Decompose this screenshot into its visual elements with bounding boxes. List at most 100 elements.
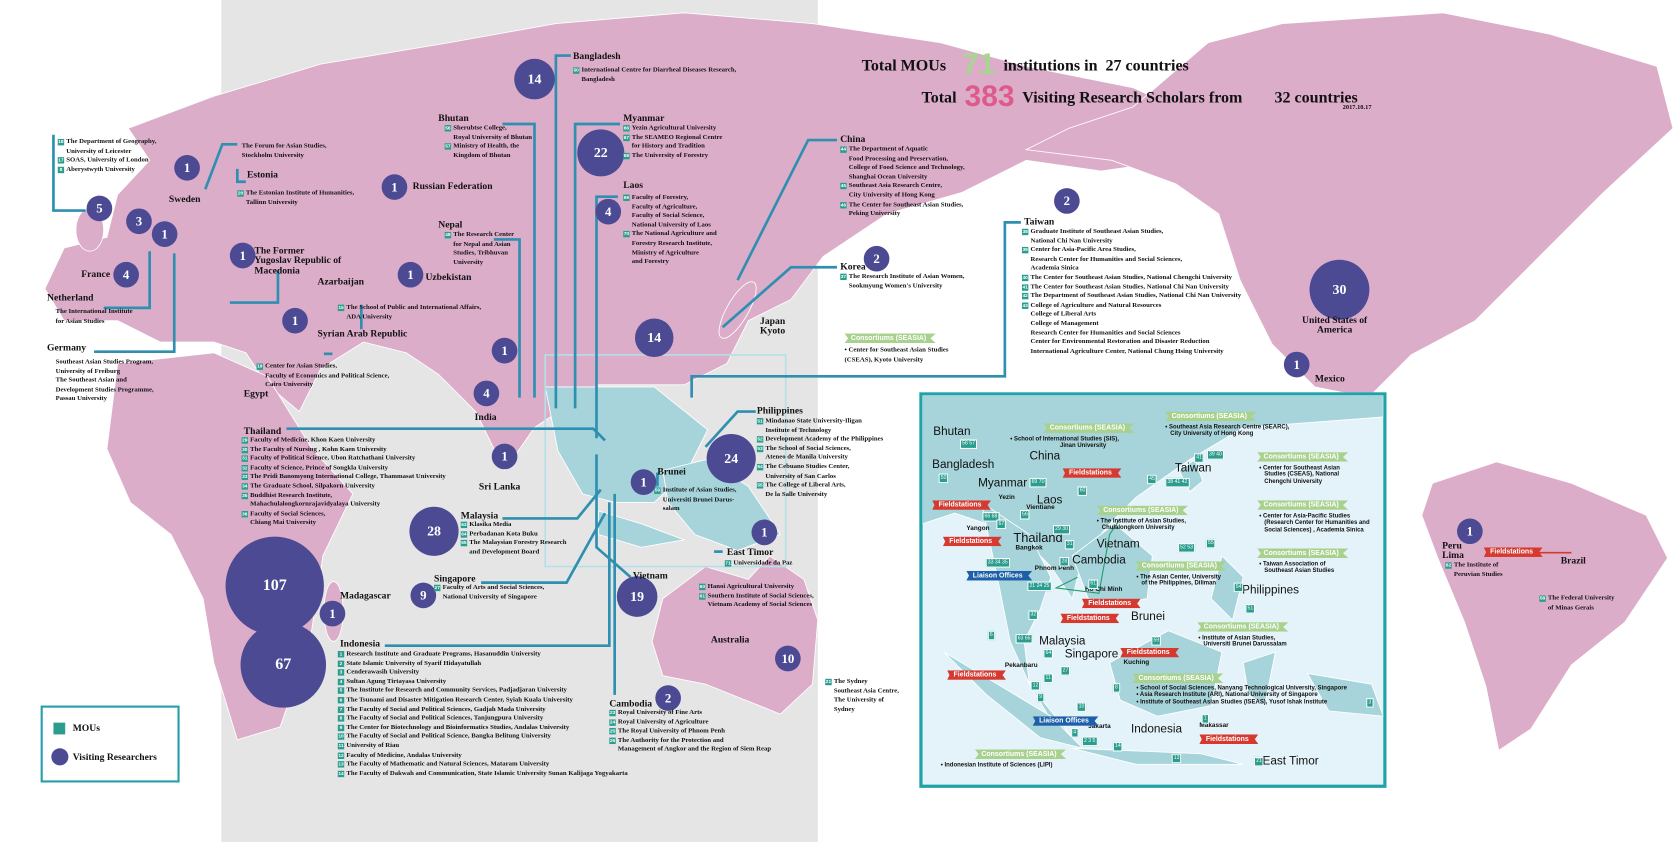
- inset-mou-badge: 8: [1112, 683, 1120, 693]
- institution-name: Klasika Media: [469, 520, 512, 529]
- institution-name: The Estonian Institute of Humanities, Ta…: [245, 189, 355, 206]
- inset-mou-badge: 32: [1028, 610, 1039, 621]
- country-name: Japan Kyoto: [760, 315, 786, 337]
- inset-place-label: Cambodia: [1072, 553, 1126, 567]
- connector-line: [554, 54, 571, 409]
- inset-mou-badge: 29 30: [1052, 524, 1071, 535]
- mou-number-badge: 71: [724, 560, 732, 567]
- mou-number-badge: 5: [337, 687, 345, 695]
- mou-number-badge: 25: [609, 728, 616, 735]
- country-name: India: [474, 411, 497, 423]
- fieldstation-ribbon: Fieldstations: [1081, 598, 1141, 609]
- visiting-researchers-circle: 1: [630, 469, 657, 495]
- inset-place-label: Jakarta: [1088, 723, 1111, 731]
- mou-number-badge: 18: [57, 138, 65, 146]
- connector-line: [502, 122, 536, 398]
- country-name: Brunei: [657, 466, 686, 477]
- fieldstation-ribbon: Fieldstations: [947, 670, 1007, 680]
- country-name: Taiwan: [1024, 215, 1055, 227]
- legend: MOUs Visiting Researchers: [40, 705, 180, 783]
- consortium-ribbon: Consortiums (SEASIA): [1257, 452, 1349, 462]
- inset-mou-badge: 69 70: [1029, 477, 1047, 488]
- inset-place-label: Bangladesh: [932, 458, 995, 472]
- institution-name: The Graduate School, Silpakorn Universit…: [250, 482, 375, 490]
- mou-number-badge: 68: [623, 152, 630, 160]
- country-name: Malaysia: [460, 509, 499, 521]
- connector-line: [690, 221, 1021, 398]
- country-name: France: [81, 268, 111, 280]
- country-name: Nepal: [438, 219, 463, 230]
- institution-name: Royal University of Agriculture: [617, 717, 709, 726]
- mou-number-badge: 31: [241, 455, 249, 463]
- inset-place-label: Indonesia: [1131, 722, 1183, 736]
- mou-number-badge: 26: [609, 737, 616, 744]
- visiting-researchers-circle: 30: [1309, 259, 1370, 320]
- connector-line: [384, 502, 611, 648]
- country-name: Estonia: [246, 168, 278, 180]
- mou-countries-word: countries: [1125, 57, 1189, 75]
- institution-name: The Center for Southeast Asian Studies, …: [1030, 273, 1233, 282]
- country-name: Sweden: [168, 193, 201, 205]
- institution-name: Southern Institute of Social Sciences, V…: [707, 591, 814, 609]
- inset-mou-badge: 31: [1064, 539, 1075, 550]
- visiting-researchers-circle: 10: [775, 645, 801, 672]
- consortium-ribbon: Consortiums (SEASIA): [974, 749, 1067, 759]
- inset-mou-badge: 9: [1036, 692, 1045, 703]
- mou-number-badge: 55: [756, 482, 764, 489]
- institution-name: The College of Liberal Arts, De la Salle…: [765, 481, 846, 498]
- visiting-researchers-circle: 14: [514, 58, 555, 100]
- country-name: Myanmar: [623, 112, 665, 123]
- visiting-researchers-circle: 1: [174, 155, 200, 181]
- inset-mou-badge: 38 41 42: [1165, 477, 1190, 488]
- inset-place-label: Philippines: [1242, 583, 1300, 597]
- institution-list-item: Southeast Asian Studies Program, Univers…: [56, 358, 154, 376]
- mou-number-badge: 51: [756, 417, 764, 425]
- inset-place-label: Bhutan: [933, 425, 971, 439]
- connector-line: [736, 138, 838, 281]
- connector-line: [502, 488, 602, 520]
- country-name: United States of America: [1302, 314, 1368, 336]
- mou-number-badge: 8: [57, 166, 65, 173]
- mou-number-badge: 62: [1445, 562, 1452, 569]
- fieldstation-ribbon: Fieldstations: [1199, 734, 1259, 745]
- institution-name: The School of Social Sciences, Ateneo de…: [765, 444, 851, 462]
- liaison-office-ribbon: Liaison Offices: [966, 570, 1033, 581]
- visiting-researchers-circle: 5: [86, 195, 113, 222]
- inset-mou-badge: 64: [1043, 648, 1054, 659]
- institution-name: Institute of Asian Studies, Universiti B…: [662, 486, 737, 513]
- visiting-researchers-circle: 1: [1283, 351, 1310, 378]
- mou-number-badge: 61: [699, 592, 706, 600]
- mou-number-badge: 66: [623, 125, 630, 132]
- visiting-researchers-circle: 24: [706, 434, 756, 484]
- visiting-researchers-circle: 4: [113, 261, 139, 288]
- consortium-member-text: • School of Social Sciences, Nanyang Tec…: [1136, 685, 1347, 706]
- mou-number-badge: 44: [840, 146, 847, 153]
- institution-name: SOAS, University of London: [66, 156, 149, 164]
- consortium-member-text: • Taiwan Association of Southeast Asian …: [1259, 561, 1335, 575]
- inset-mou-badge: 1: [1201, 714, 1209, 724]
- mou-number-badge: 20: [237, 190, 244, 197]
- institution-name: The Pridi Banomyong International Colleg…: [250, 472, 446, 481]
